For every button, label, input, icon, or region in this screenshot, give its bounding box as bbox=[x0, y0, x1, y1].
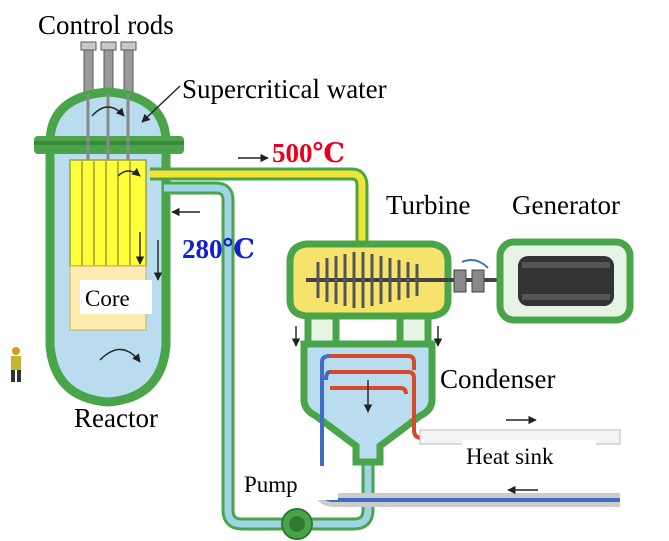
condenser bbox=[300, 312, 620, 470]
pump-label-bg bbox=[242, 466, 338, 500]
cold-leg-temperature: 280℃ bbox=[182, 234, 255, 264]
cold-leg-pipe bbox=[164, 181, 375, 531]
pump-label: Pump bbox=[244, 472, 298, 497]
shaft-coupling bbox=[453, 259, 489, 293]
control-rods bbox=[80, 41, 137, 95]
hot-leg-pipe bbox=[150, 167, 369, 242]
heat-sink-label: Heat sink bbox=[466, 444, 554, 469]
reactor-label: Reactor bbox=[74, 403, 158, 433]
generator bbox=[496, 238, 634, 324]
supercritical-water-label: Supercritical water bbox=[182, 74, 387, 104]
worker-figure-icon bbox=[11, 347, 21, 382]
hot-leg-temperature: 500℃ bbox=[272, 138, 345, 168]
turbine-label: Turbine bbox=[386, 190, 471, 220]
heat-sink-label-bg bbox=[462, 440, 596, 470]
turbine bbox=[286, 240, 500, 320]
supercritical-water-leader bbox=[141, 85, 181, 123]
control-rods-label: Control rods bbox=[38, 10, 174, 40]
pipe-flow-arrows bbox=[171, 153, 269, 217]
core-label-bg bbox=[80, 280, 152, 314]
generator-label: Generator bbox=[512, 190, 620, 220]
condenser-label: Condenser bbox=[440, 364, 555, 394]
vessel-flow-arrows bbox=[91, 106, 163, 363]
exhaust-arrows bbox=[291, 326, 443, 347]
core-label: Core bbox=[85, 286, 130, 311]
pump bbox=[281, 508, 313, 540]
